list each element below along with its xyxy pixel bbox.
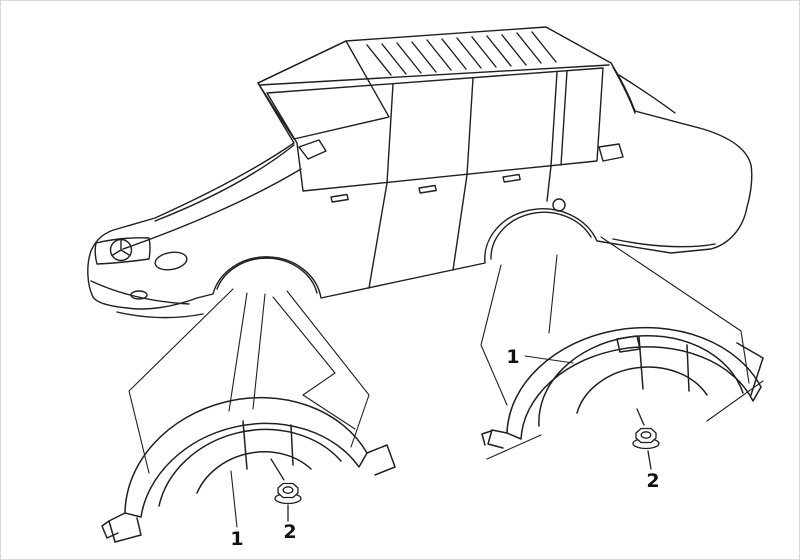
callout-leader-line xyxy=(270,458,285,481)
suv-body-illustration xyxy=(87,26,753,319)
fender-crease-line xyxy=(122,168,302,250)
front-hex-nut-icon xyxy=(274,482,302,505)
callout-leader-line xyxy=(230,470,238,528)
side-window-band xyxy=(266,67,604,192)
leader-line xyxy=(252,293,266,410)
rear-wheel-arch-liner-illustration xyxy=(481,326,764,449)
liner-seam-lines xyxy=(242,420,294,470)
callout-leader-line xyxy=(647,450,652,470)
side-mirror xyxy=(298,139,327,160)
leader-line xyxy=(228,292,248,412)
rear-liner-fastener-callout: 2 xyxy=(646,470,659,492)
liner-inner-bowl xyxy=(576,366,708,414)
roof-side-rail-line xyxy=(259,64,610,86)
rear-door-cut-line xyxy=(452,174,468,271)
front-arch-lip xyxy=(216,257,318,294)
headlight xyxy=(154,251,188,271)
front-wheel-arch-liner-illustration xyxy=(101,396,396,543)
door-handles xyxy=(330,173,521,203)
front-projection-lines xyxy=(128,288,370,474)
liner-top-clip xyxy=(616,335,641,353)
leader-line xyxy=(272,296,356,430)
rear-liner-part-callout: 1 xyxy=(506,346,519,368)
front-liner-part-callout: 1 xyxy=(230,528,243,550)
suv-silhouette-path xyxy=(87,26,753,310)
quarter-panel-cut-line xyxy=(546,165,552,202)
fuel-door xyxy=(552,198,566,212)
liner-outer-shell xyxy=(506,326,762,440)
brand-star-icon xyxy=(111,238,131,257)
callout-leader-line xyxy=(524,355,574,364)
taillight xyxy=(598,143,624,162)
front-door-cut-line xyxy=(368,182,388,289)
callout-labels: 1 2 1 2 xyxy=(230,346,659,550)
c-pillar-line xyxy=(466,77,474,176)
leader-line xyxy=(548,254,558,334)
rear-arch-lip xyxy=(490,211,592,260)
b-pillar-line xyxy=(386,83,394,184)
d-pillar-lines xyxy=(550,70,568,167)
front-bumper-lines xyxy=(90,280,204,319)
leader-line xyxy=(486,434,542,460)
line-art-layer xyxy=(87,26,764,543)
callout-leaders xyxy=(230,355,574,528)
liner-flange-tabs xyxy=(101,512,142,543)
liner-mid-contour xyxy=(158,428,342,507)
rear-hatch-lines xyxy=(612,66,676,114)
hood-edge-line xyxy=(154,144,295,222)
leader-line xyxy=(128,288,234,474)
rear-bumper-line xyxy=(612,238,716,248)
liner-end-bracket xyxy=(481,429,508,449)
fog-light xyxy=(130,290,148,300)
callout-leader-line xyxy=(636,408,645,426)
liner-end-flap xyxy=(366,444,396,476)
rear-hex-nut-icon xyxy=(632,427,660,450)
roof-vent-lines xyxy=(366,31,557,76)
leader-line xyxy=(286,290,370,448)
liner-end-flap xyxy=(736,342,764,396)
grille-outline xyxy=(94,237,151,265)
liner-inner-bowl xyxy=(196,451,312,494)
front-liner-fastener-callout: 2 xyxy=(283,521,296,543)
fasteners xyxy=(270,408,660,522)
windshield-outline xyxy=(257,40,390,140)
leader-line xyxy=(480,264,508,406)
